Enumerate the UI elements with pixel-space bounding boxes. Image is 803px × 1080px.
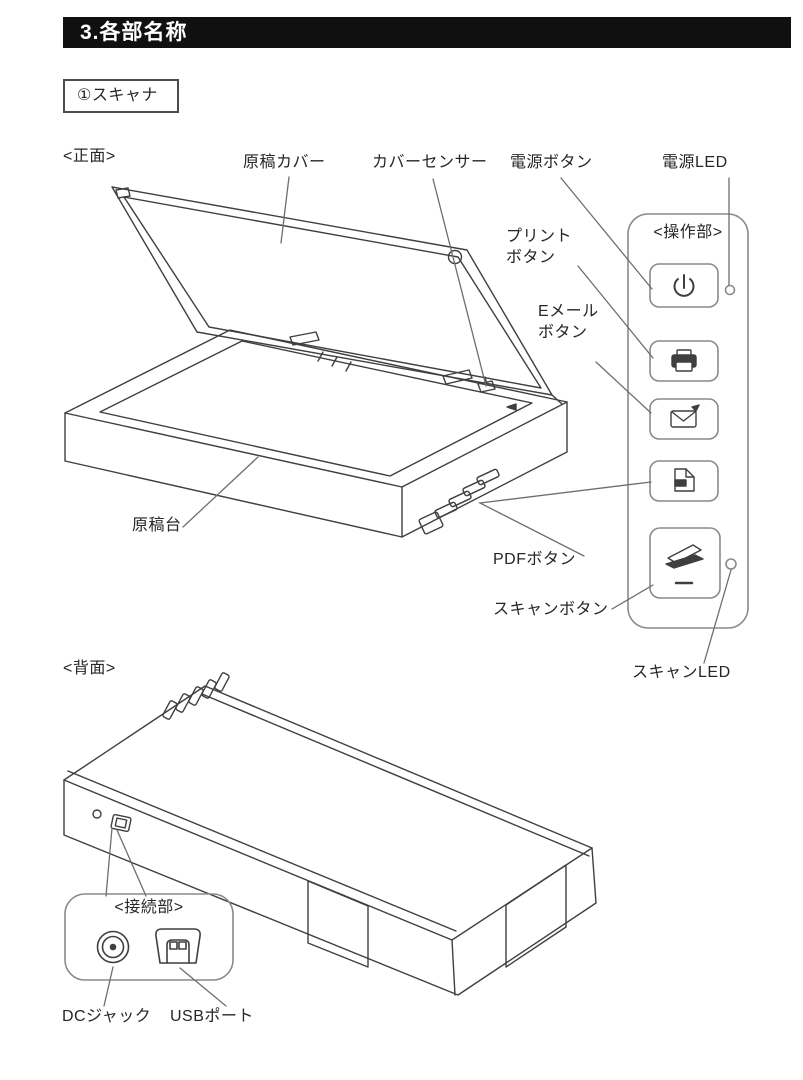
front-scanner-illustration bbox=[64, 186, 568, 538]
label-scan-button: スキャンボタン bbox=[493, 601, 609, 618]
operation-panel-caption: <操作部> bbox=[653, 224, 723, 241]
pdf-document-icon bbox=[674, 468, 695, 492]
dc-jack-icon bbox=[96, 930, 130, 964]
platen-glass-illustration bbox=[99, 340, 533, 477]
cover-latch-icon bbox=[442, 369, 473, 385]
dc-jack-hole-icon bbox=[92, 809, 102, 819]
document-cover-illustration bbox=[111, 186, 563, 405]
operation-panel-outline bbox=[627, 213, 749, 629]
pdf-button-illustration bbox=[649, 460, 719, 502]
cover-sensor-icon bbox=[477, 376, 496, 393]
front-view-caption: <正面> bbox=[63, 148, 116, 165]
alignment-mark-icon bbox=[506, 403, 517, 411]
print-button-illustration bbox=[649, 340, 719, 382]
part-tag-label: ①スキャナ bbox=[77, 87, 158, 104]
usb-port-icon bbox=[155, 928, 201, 964]
printer-icon bbox=[671, 349, 697, 372]
label-email-button: Eメール ボタン bbox=[538, 303, 599, 341]
power-icon bbox=[673, 274, 695, 297]
back-scanner-illustration bbox=[63, 672, 597, 996]
rear-button-strip-illustration bbox=[162, 672, 230, 720]
label-power-led: 電源LED bbox=[662, 154, 728, 171]
power-led-icon bbox=[724, 284, 736, 296]
hinge-tab-illustration bbox=[307, 880, 369, 968]
email-button-illustration bbox=[649, 398, 719, 440]
label-print-button: プリント ボタン bbox=[506, 228, 573, 266]
label-document-cover: 原稿カバー bbox=[243, 154, 326, 171]
scanner-base-illustration bbox=[64, 329, 568, 538]
label-cover-sensor: カバーセンサー bbox=[372, 154, 488, 171]
label-scan-led: スキャンLED bbox=[632, 664, 731, 681]
label-dc-jack: DCジャック bbox=[62, 1008, 152, 1025]
deck-buttons-illustration bbox=[418, 468, 500, 535]
scan-led-icon bbox=[725, 558, 737, 570]
usb-connector-icon bbox=[110, 813, 132, 833]
operation-panel bbox=[627, 213, 749, 629]
label-pdf-button: PDFボタン bbox=[493, 551, 577, 568]
cover-latch-icon bbox=[289, 331, 320, 346]
connection-caption: <接続部> bbox=[114, 899, 184, 916]
label-power-button: 電源ボタン bbox=[510, 154, 593, 171]
back-view-caption: <背面> bbox=[63, 660, 116, 677]
label-usb-port: USBポート bbox=[170, 1008, 254, 1025]
hinge-tab-illustration bbox=[505, 864, 567, 968]
section-header: 3.各部名称 bbox=[63, 17, 791, 48]
part-tag-box: ①スキャナ bbox=[63, 79, 179, 113]
leader-lines bbox=[103, 176, 732, 1007]
page-title: 3.各部名称 bbox=[80, 21, 188, 44]
connection-balloon-outline bbox=[64, 893, 234, 981]
email-icon bbox=[670, 404, 700, 428]
power-button-illustration bbox=[649, 263, 719, 308]
scan-icon bbox=[665, 544, 704, 585]
connection-callout bbox=[64, 893, 234, 981]
label-platen: 原稿台 bbox=[132, 517, 182, 534]
scan-button-illustration bbox=[649, 527, 721, 599]
